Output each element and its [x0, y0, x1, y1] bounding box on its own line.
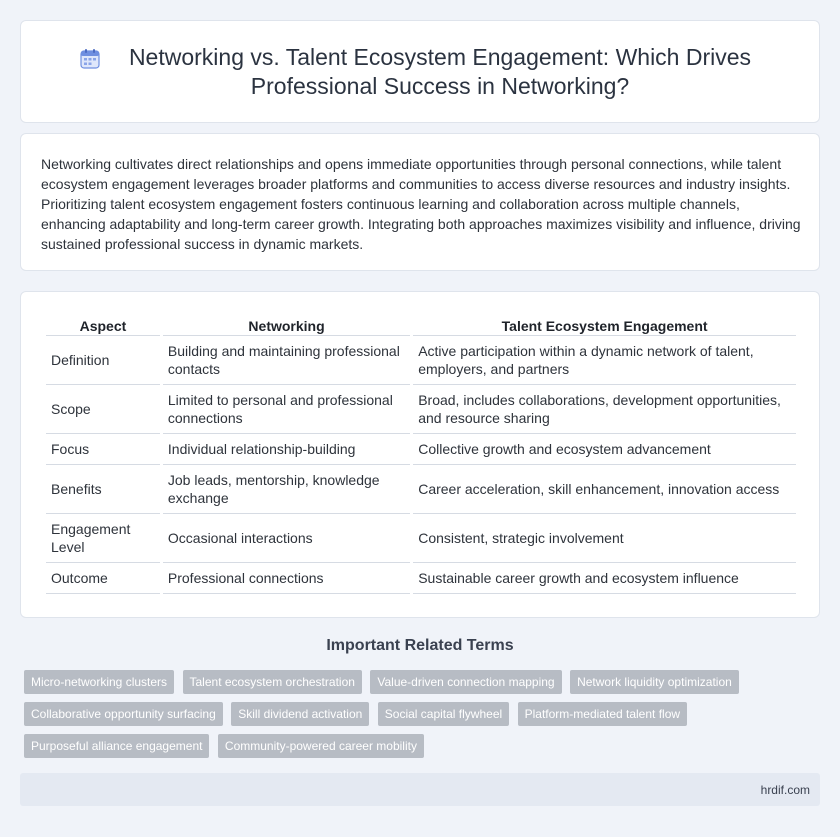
table-row: Definition Building and maintaining prof…	[46, 336, 796, 385]
table-cell: Scope	[46, 385, 160, 434]
calendar-icon	[80, 49, 100, 69]
table-cell: Job leads, mentorship, knowledge exchang…	[162, 465, 411, 514]
table-row: Scope Limited to personal and profession…	[46, 385, 796, 434]
page-title: Networking vs. Talent Ecosystem Engageme…	[128, 44, 752, 99]
column-header-talent-ecosystem: Talent Ecosystem Engagement	[413, 314, 796, 336]
table-cell: Focus	[46, 434, 160, 465]
related-term-tag[interactable]: Platform-mediated talent flow	[517, 702, 688, 726]
related-term-tag[interactable]: Micro-networking clusters	[24, 670, 175, 694]
table-cell: Broad, includes collaborations, developm…	[413, 385, 796, 434]
related-term-tag[interactable]: Purposeful alliance engagement	[24, 734, 210, 758]
table-row: Focus Individual relationship-building C…	[46, 434, 796, 465]
table-cell: Individual relationship-building	[162, 434, 411, 465]
intro-card: Networking cultivates direct relationshi…	[20, 133, 820, 271]
table-cell: Definition	[46, 336, 160, 385]
footer-site-link[interactable]: hrdif.com	[760, 783, 810, 797]
table-cell: Occasional interactions	[162, 514, 411, 563]
table-cell: Outcome	[46, 563, 160, 594]
table-cell: Professional connections	[162, 563, 411, 594]
table-cell: Career acceleration, skill enhancement, …	[413, 465, 796, 514]
table-cell: Sustainable career growth and ecosystem …	[413, 563, 796, 594]
related-terms-heading: Important Related Terms	[326, 637, 514, 654]
table-cell: Engagement Level	[46, 514, 160, 563]
related-term-tag[interactable]: Social capital flywheel	[377, 702, 510, 726]
table-cell: Active participation within a dynamic ne…	[413, 336, 796, 385]
intro-paragraph: Networking cultivates direct relationshi…	[41, 156, 801, 252]
related-term-tag[interactable]: Value-driven connection mapping	[370, 670, 562, 694]
column-header-aspect: Aspect	[46, 314, 160, 336]
related-term-tag[interactable]: Collaborative opportunity surfacing	[24, 702, 223, 726]
table-cell: Benefits	[46, 465, 160, 514]
table-row: Benefits Job leads, mentorship, knowledg…	[46, 465, 796, 514]
related-terms-list: Micro-networking clusters Talent ecosyst…	[24, 670, 784, 766]
comparison-table: Aspect Networking Talent Ecosystem Engag…	[43, 314, 799, 594]
related-term-tag[interactable]: Network liquidity optimization	[570, 670, 739, 694]
table-cell: Building and maintaining professional co…	[162, 336, 411, 385]
related-term-tag[interactable]: Skill dividend activation	[231, 702, 370, 726]
table-row: Engagement Level Occasional interactions…	[46, 514, 796, 563]
column-header-networking: Networking	[162, 314, 411, 336]
table-cell: Limited to personal and professional con…	[162, 385, 411, 434]
footer: hrdif.com	[20, 773, 820, 806]
table-cell: Consistent, strategic involvement	[413, 514, 796, 563]
table-row: Outcome Professional connections Sustain…	[46, 563, 796, 594]
table-cell: Collective growth and ecosystem advancem…	[413, 434, 796, 465]
related-term-tag[interactable]: Community-powered career mobility	[217, 734, 424, 758]
title-card: Networking vs. Talent Ecosystem Engageme…	[20, 20, 820, 123]
comparison-table-card: Aspect Networking Talent Ecosystem Engag…	[20, 291, 820, 618]
table-header-row: Aspect Networking Talent Ecosystem Engag…	[46, 314, 796, 336]
related-term-tag[interactable]: Talent ecosystem orchestration	[182, 670, 362, 694]
